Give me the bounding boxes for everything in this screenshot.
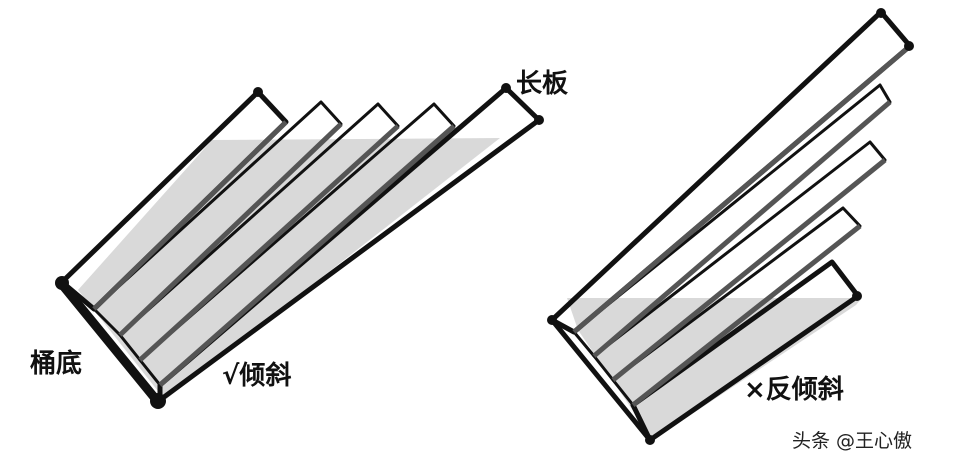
left-seam-1 — [92, 120, 288, 311]
left-seam-3 — [138, 124, 400, 362]
label-long-plank: 长板 — [516, 69, 568, 99]
right-node-5 — [852, 291, 862, 301]
watermark: 头条 @王心傲 — [792, 430, 912, 452]
left-long-node-1 — [501, 83, 511, 93]
right-node-4 — [904, 41, 914, 51]
left-top-node — [253, 87, 263, 97]
right-seam-1 — [572, 44, 912, 334]
right-seam-3 — [611, 158, 887, 382]
left-seam-4 — [158, 124, 456, 387]
label-tilt-correct: √倾斜 — [222, 361, 291, 391]
label-tilt-wrong: ×反倾斜 — [744, 375, 844, 405]
left-seam-2 — [118, 122, 343, 337]
right-barrel: ×反倾斜 — [547, 8, 914, 445]
right-water — [567, 298, 862, 440]
left-barrel: 长板 桶底 √倾斜 — [30, 69, 568, 409]
left-bottom-node-1 — [55, 276, 69, 290]
right-barrel-bottom — [549, 317, 653, 443]
left-long-node-2 — [534, 115, 544, 125]
left-barrel-bottom — [55, 277, 163, 407]
right-seam-2 — [592, 100, 892, 358]
label-barrel-bottom: 桶底 — [30, 348, 82, 379]
left-bottom-node-2 — [150, 393, 166, 409]
right-seam-4 — [631, 224, 862, 407]
right-node-2 — [645, 435, 655, 445]
right-node-3 — [876, 8, 886, 18]
right-node-1 — [547, 315, 557, 325]
